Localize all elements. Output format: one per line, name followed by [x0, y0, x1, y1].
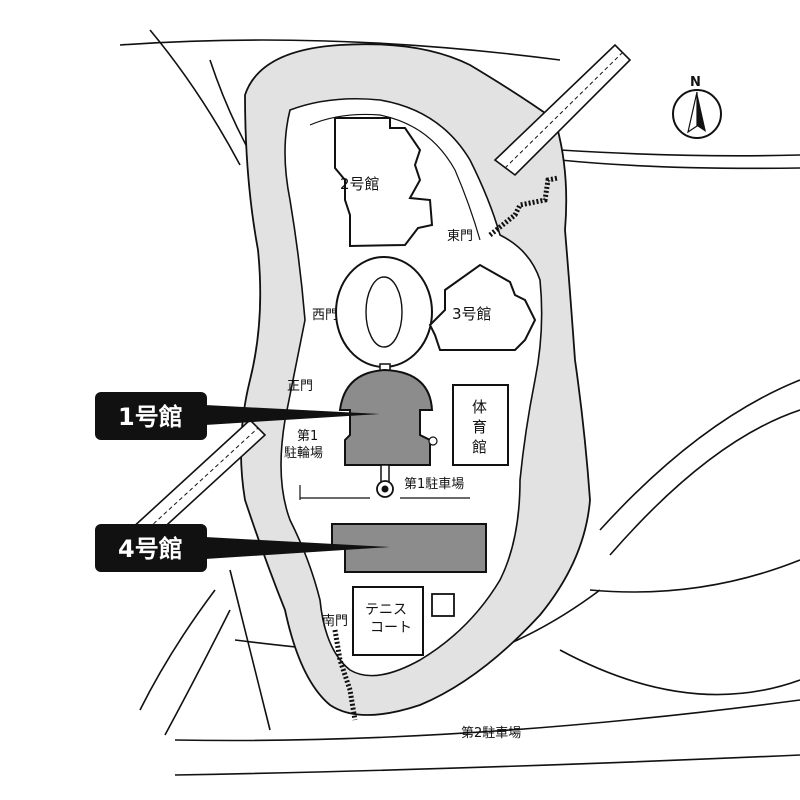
- inner-road-edge: [309, 113, 481, 241]
- gym-label-2: 育: [472, 418, 487, 436]
- west-gate-label: 西門: [312, 308, 338, 323]
- north-compass-icon: N: [672, 75, 722, 139]
- fountain-center: [381, 485, 389, 493]
- east-gate-label: 東門: [447, 228, 473, 244]
- ne-bridge: [493, 43, 632, 177]
- gym: [452, 384, 509, 466]
- compass-label: N: [690, 75, 701, 90]
- building-1-dot: [428, 436, 438, 446]
- small-building: [431, 593, 455, 617]
- building-1: [338, 368, 434, 466]
- building-2: [334, 117, 434, 248]
- callout-building-4-label: 4号館: [118, 535, 183, 563]
- bicycle-parking-label-2: 駐輪場: [284, 445, 323, 461]
- oval-plaza: [335, 256, 433, 368]
- building-3-label: 3号館: [452, 305, 492, 323]
- gym-label-3: 館: [472, 438, 487, 456]
- tennis-label-2: コート: [370, 620, 412, 636]
- callout-building-1: 1号館: [95, 392, 380, 440]
- building-2-label: 2号館: [340, 175, 380, 193]
- tennis-court: [352, 586, 424, 656]
- gym-label-1: 体: [472, 398, 487, 416]
- south-gate-label: 南門: [322, 613, 348, 629]
- tennis-label-1: テニス: [365, 602, 407, 618]
- parking-2-label: 第2駐車場: [461, 726, 521, 741]
- south-stairs: [332, 629, 358, 721]
- callout-building-4: 4号館: [95, 524, 390, 572]
- outer-roads: [119, 29, 800, 776]
- main-gate-label: 正門: [287, 379, 313, 394]
- parking-1-label: 第1駐車場: [404, 477, 464, 492]
- parking-1-marks: [299, 485, 470, 500]
- callout-building-1-label: 1号館: [118, 403, 183, 431]
- building-3: [428, 263, 537, 351]
- bicycle-parking-label-1: 第1: [297, 429, 318, 444]
